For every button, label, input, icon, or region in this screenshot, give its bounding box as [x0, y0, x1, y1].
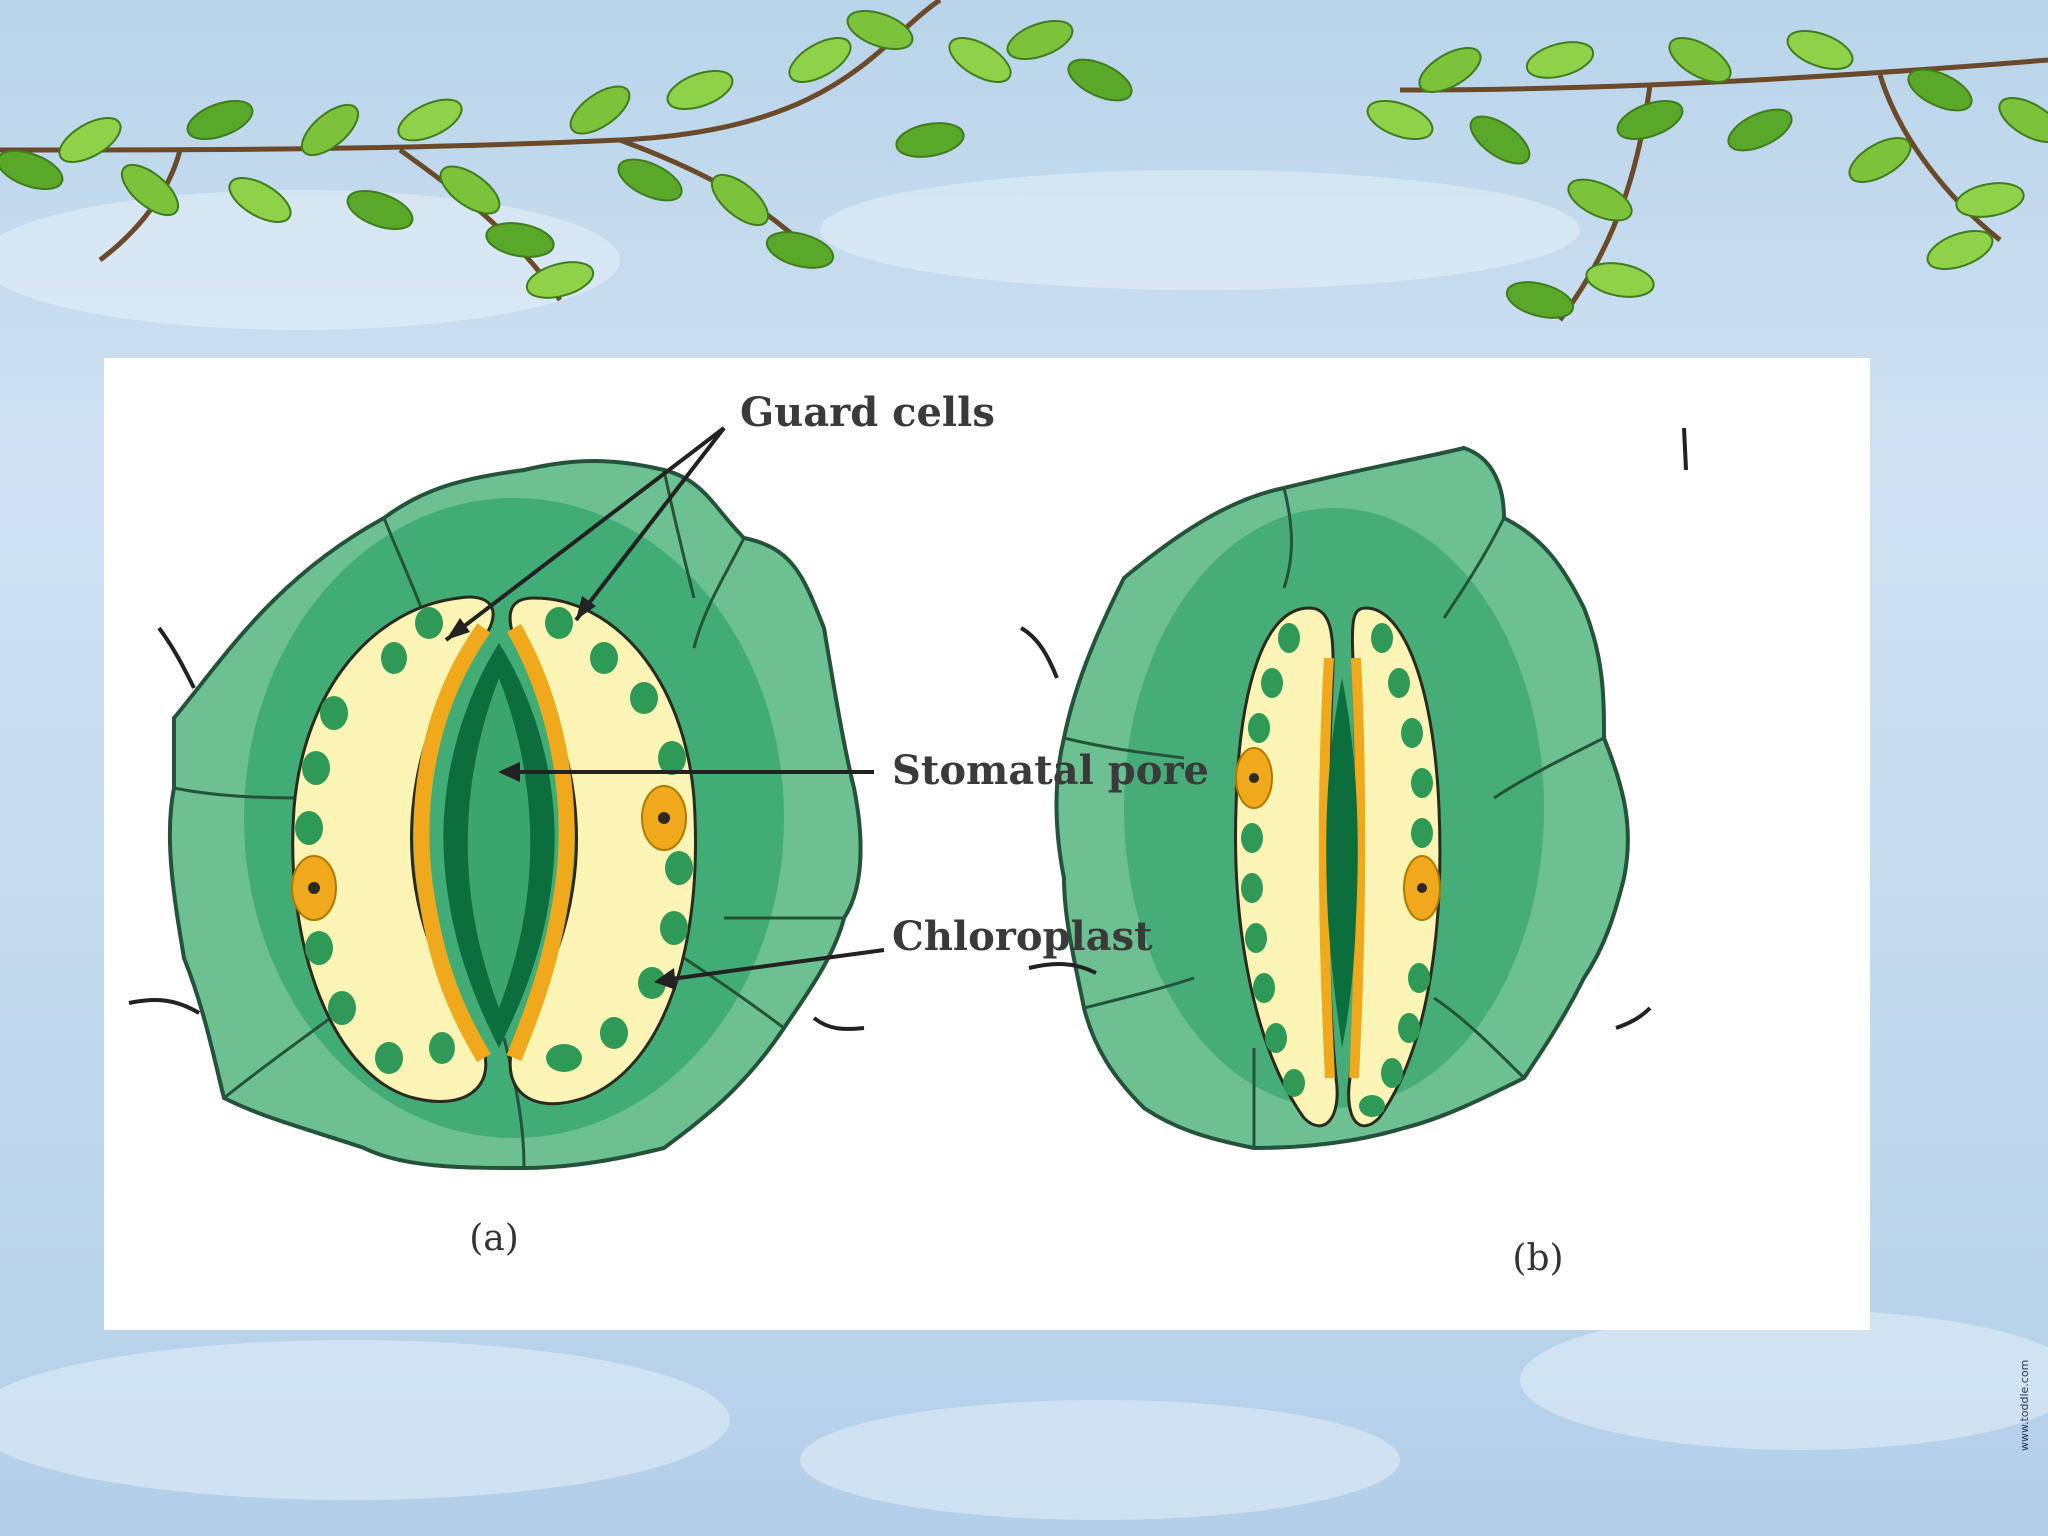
hair-b1: [1682, 427, 1688, 471]
leaf: [1067, 58, 1133, 102]
leaf: [1848, 137, 1912, 183]
diagram-card: Guard cells Stomatal pore Chloroplast (a…: [104, 358, 1870, 1330]
leaf: [228, 177, 292, 223]
leaf: [1668, 37, 1732, 83]
leaf: [1907, 68, 1973, 112]
leaf: [1505, 281, 1575, 319]
label-chloroplast: Chloroplast: [654, 913, 1153, 990]
hair-a2: [128, 998, 201, 1015]
leaf: [439, 165, 501, 215]
leaf: [346, 189, 414, 231]
guard-wall-right-b: [1349, 657, 1366, 1079]
guard-cells-arrow-right: [574, 426, 726, 622]
leaf: [788, 37, 852, 83]
stomatal-pore-label: Stomatal pore: [892, 747, 1209, 794]
hair-b4: [1615, 1006, 1652, 1030]
chloroplasts-b: [1241, 623, 1433, 1117]
leaf: [569, 85, 631, 135]
leaf: [186, 99, 254, 141]
leaf: [1525, 41, 1595, 79]
leaf: [765, 231, 835, 269]
stomatal-pore-arrowhead: [498, 762, 520, 782]
label-guard-cells: Guard cells: [444, 389, 995, 642]
hair-a3: [812, 1016, 865, 1031]
leaf: [1998, 97, 2048, 143]
leaf: [617, 158, 683, 202]
nuclei-a: [291, 785, 687, 921]
guard-cells-arrow-left: [444, 426, 726, 642]
leaf: [1786, 29, 1854, 71]
leaf: [666, 69, 734, 111]
leaf: [1567, 178, 1633, 222]
leaf: [1955, 182, 2025, 218]
caption-closed-stoma: (b): [1512, 1238, 1563, 1279]
leaf: [0, 149, 64, 191]
chloroplasts-a: [295, 607, 693, 1074]
leaf-cluster: [0, 9, 2048, 319]
caption-open-stoma: (a): [469, 1218, 519, 1259]
leaf: [1006, 19, 1074, 61]
nuclei-b: [1235, 747, 1441, 921]
stomata-diagram: Guard cells Stomatal pore Chloroplast (a…: [128, 389, 1688, 1279]
chloroplast-arrowhead: [654, 968, 676, 990]
cloud-layer: [0, 170, 2048, 1520]
cell-boundaries-b: [1063, 487, 1605, 1148]
chloroplast-arrow: [663, 948, 885, 982]
hair-b2: [1019, 626, 1059, 679]
leaf: [300, 103, 360, 157]
guard-wall-left-a: [413, 623, 491, 1063]
closed-stoma: [1019, 427, 1688, 1151]
guard-cells-label: Guard cells: [740, 389, 995, 436]
guard-cells-arrowhead-right: [576, 596, 596, 620]
open-stoma: [128, 459, 865, 1171]
hair-b3: [1028, 961, 1097, 975]
leaf: [1469, 115, 1531, 165]
leaf: [710, 173, 770, 227]
leaf: [895, 122, 965, 158]
leaf: [846, 9, 914, 51]
leaf: [1926, 229, 1994, 271]
leaf: [1418, 47, 1482, 93]
stomatal-pore-inner-a: [467, 678, 531, 1008]
hair-a1: [157, 626, 196, 689]
leaf: [1585, 262, 1655, 298]
guard-cells-arrowhead-left: [446, 618, 470, 640]
leaf: [1727, 108, 1793, 152]
watermark-text: www.toddle.com: [2018, 1359, 2031, 1451]
leaf: [1616, 99, 1684, 141]
leaf: [485, 222, 555, 258]
stomatal-pore-b: [1326, 678, 1358, 1048]
leaf: [397, 98, 463, 142]
guard-wall-left-b: [1318, 657, 1335, 1079]
leaf: [1366, 99, 1434, 141]
chloroplast-label: Chloroplast: [892, 913, 1153, 960]
leaf: [525, 261, 595, 299]
guard-wall-right-a: [506, 624, 575, 1061]
label-stomatal-pore: Stomatal pore: [498, 747, 1209, 794]
leaf: [120, 163, 180, 217]
leaf: [58, 117, 122, 163]
leaf: [948, 37, 1012, 83]
